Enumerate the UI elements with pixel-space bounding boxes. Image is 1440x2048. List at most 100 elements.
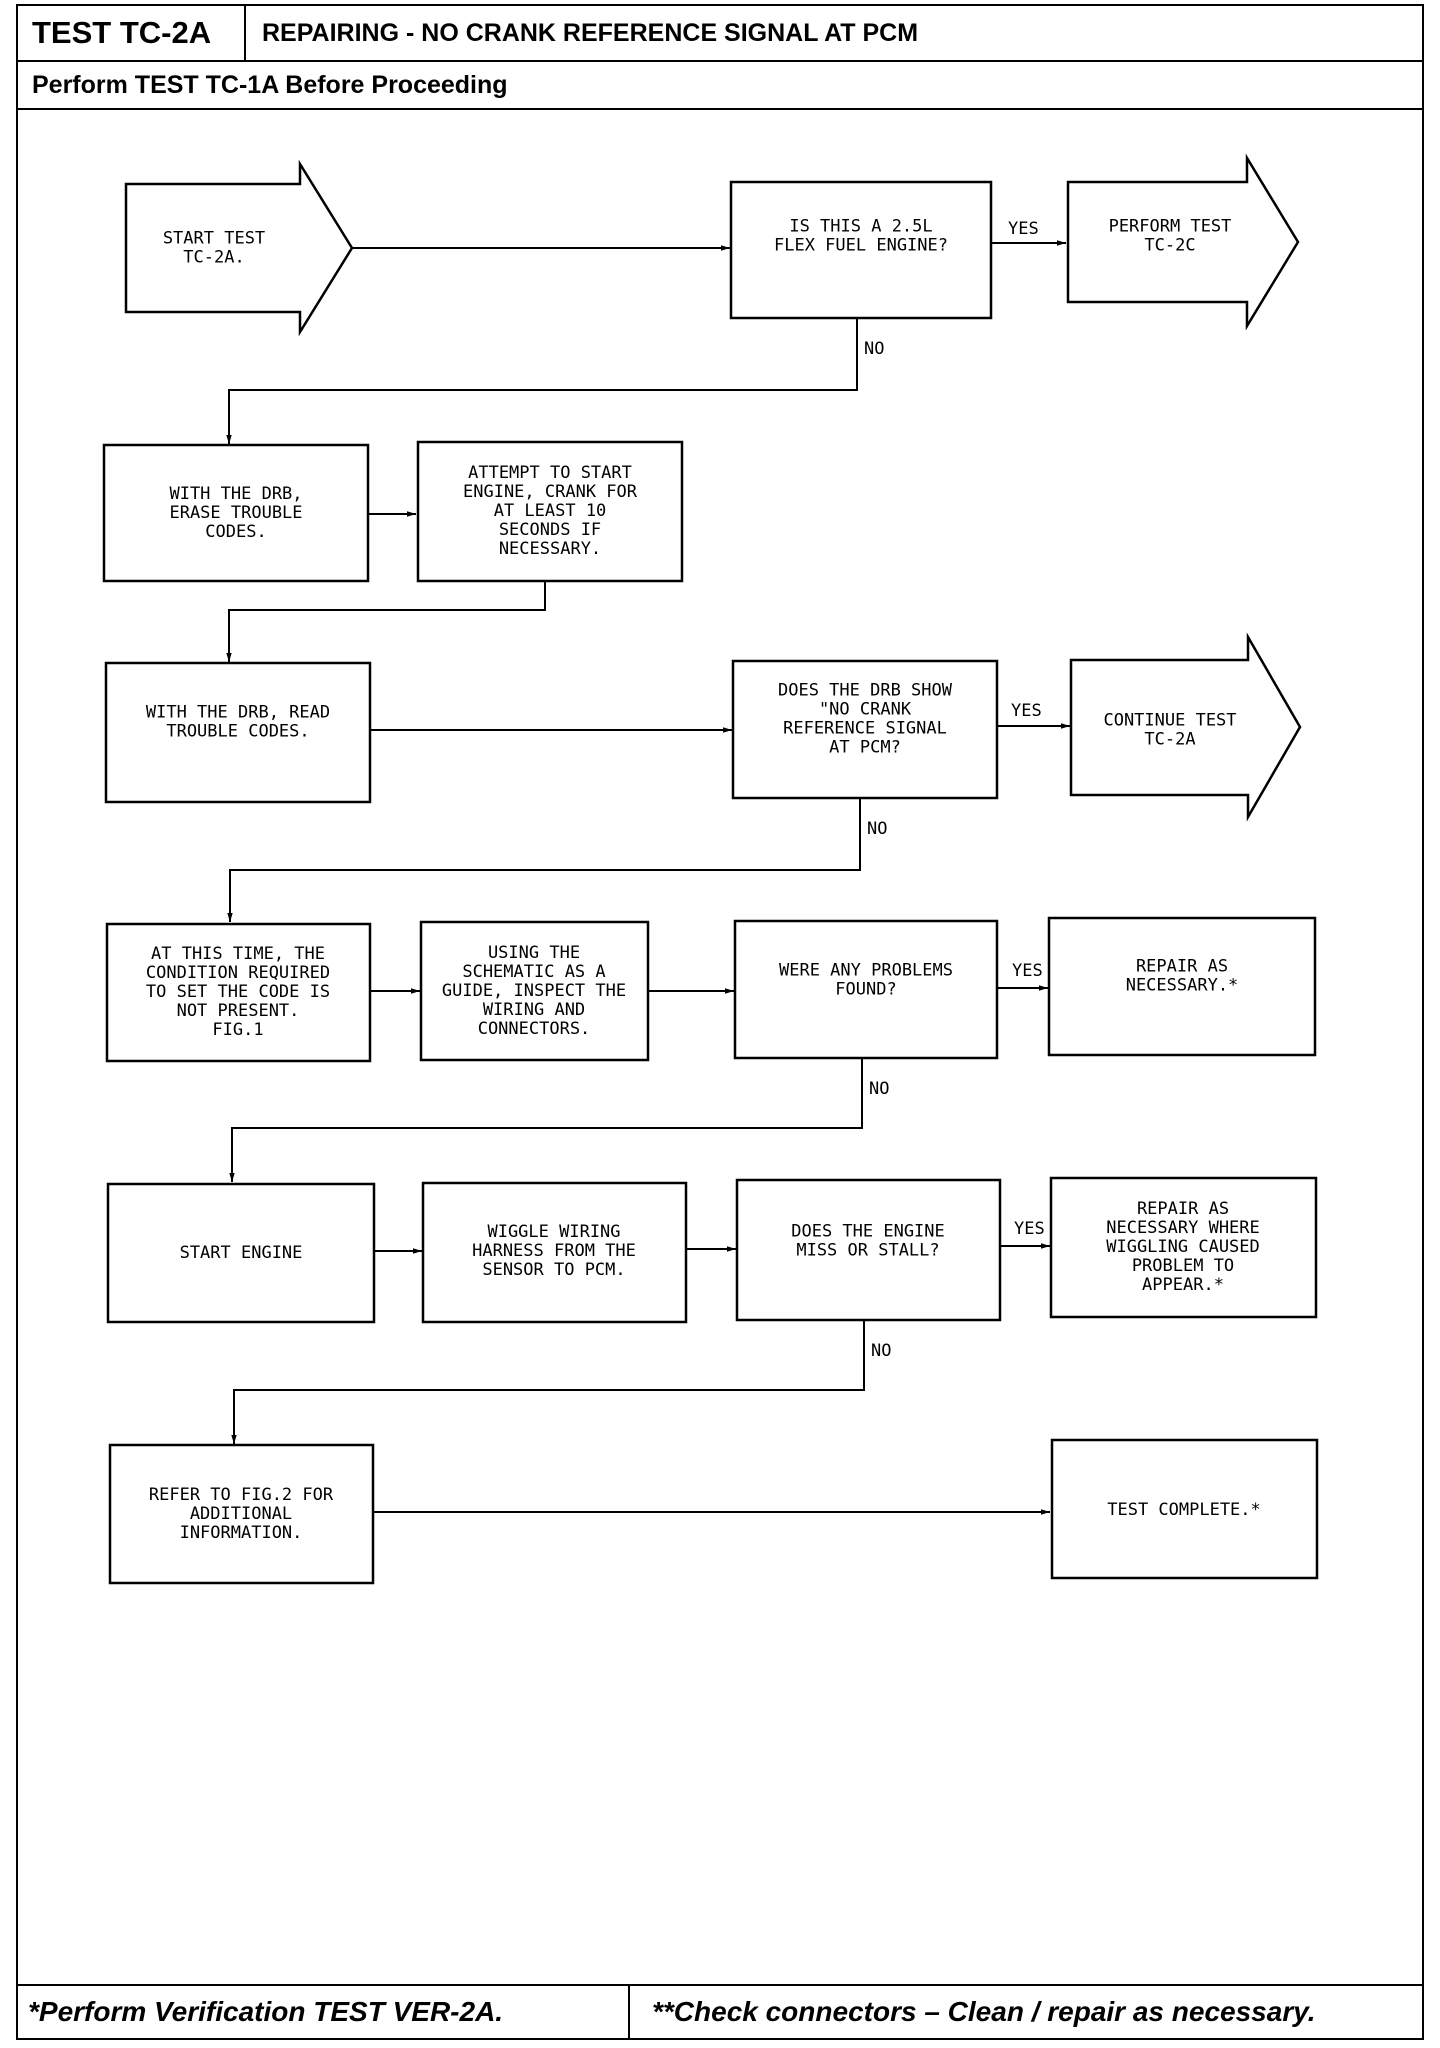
node-text-line: USING THE <box>488 943 580 963</box>
refer-box <box>108 1443 375 1585</box>
q2-box <box>731 659 999 800</box>
node-text-line: NECESSARY. <box>499 539 601 559</box>
read-box <box>104 661 372 804</box>
connectors <box>226 240 1070 1515</box>
node-text-line: WIRING AND <box>483 1000 585 1020</box>
page-title: REPAIRING - NO CRANK REFERENCE SIGNAL AT… <box>262 19 919 47</box>
page-frame: TEST TC-2A REPAIRING - NO CRANK REFERENC… <box>16 4 1424 2040</box>
node-text-line: REFERENCE SIGNAL <box>783 719 947 739</box>
node-text-line: WITH THE DRB, <box>169 484 302 504</box>
q4-yes-label: YES <box>1014 1219 1045 1239</box>
node-text-line: CODES. <box>205 522 266 542</box>
node-text-line: NECESSARY.* <box>1126 976 1239 996</box>
continue-arrow-shape <box>1069 632 1302 822</box>
arrow-attempt-to-read <box>226 581 546 662</box>
node-text-line: NECESSARY WHERE <box>1106 1218 1260 1238</box>
node-text-line: AT PCM? <box>829 738 901 758</box>
node-text-line: START ENGINE <box>180 1243 303 1263</box>
test-complete-text: TEST COMPLETE.* <box>1107 1500 1261 1520</box>
node-text-line: AT LEAST 10 <box>494 501 607 521</box>
node-text-line: REPAIR AS <box>1136 957 1228 977</box>
node-text-line: PERFORM TEST <box>1109 217 1232 237</box>
node-text-line: MISS OR STALL? <box>796 1241 939 1261</box>
node-text-line: PROBLEM TO <box>1132 1256 1234 1276</box>
node-text-line: FLEX FUEL ENGINE? <box>774 236 948 256</box>
test-complete-box <box>1050 1438 1319 1580</box>
q4-no-label: NO <box>871 1341 891 1361</box>
footer-note-verification: *Perform Verification TEST VER-2A. <box>18 1986 630 2038</box>
q1-yes-label: YES <box>1008 219 1039 239</box>
node-text-line: ENGINE, CRANK FOR <box>463 482 638 502</box>
node-text-line: START TEST <box>163 229 265 249</box>
node-text-line: CONTINUE TEST <box>1103 711 1236 731</box>
start-engine-box <box>106 1182 376 1324</box>
q1-no-label: NO <box>864 339 884 359</box>
node-text-line: SENSOR TO PCM. <box>482 1260 625 1280</box>
node-text-line: FOUND? <box>835 980 896 1000</box>
node-text-line: APPEAR.* <box>1142 1275 1224 1295</box>
node-text-line: NOT PRESENT. <box>177 1001 300 1021</box>
node-text-line: REPAIR AS <box>1137 1199 1229 1219</box>
attempt-box <box>416 440 684 583</box>
node-text-line: GUIDE, INSPECT THE <box>442 981 626 1001</box>
node-text-line: CONNECTORS. <box>478 1019 591 1039</box>
arrow-q2-no <box>227 798 861 922</box>
node-text-line: ERASE TROUBLE <box>169 503 302 523</box>
q4-box <box>735 1178 1002 1322</box>
node-text-line: TC-2C <box>1144 236 1195 256</box>
node-text-line: "NO CRANK <box>819 700 912 720</box>
start-test-arrow-shape <box>124 159 354 337</box>
arrow-q1-no <box>226 318 858 444</box>
footer-note-connectors: **Check connectors – Clean / repair as n… <box>652 1996 1316 2027</box>
node-text-line: CONDITION REQUIRED <box>146 963 330 983</box>
node-text-line: TEST COMPLETE.* <box>1107 1500 1261 1520</box>
node-text-line: TROUBLE CODES. <box>166 722 309 742</box>
test-id: TEST TC-2A <box>18 6 246 60</box>
q3-box <box>733 919 999 1060</box>
node-text-line: WERE ANY PROBLEMS <box>779 961 953 981</box>
erase-box <box>102 443 370 583</box>
node-text-line: DOES THE ENGINE <box>791 1222 945 1242</box>
node-text-line: WITH THE DRB, READ <box>146 703 330 723</box>
node-text-line: FIG.1 <box>212 1020 263 1040</box>
node-text-line: DOES THE DRB SHOW <box>778 681 953 701</box>
header-row: TEST TC-2A REPAIRING - NO CRANK REFERENC… <box>18 6 1422 62</box>
q3-yes-label: YES <box>1012 961 1043 981</box>
node-text-line: WIGGLE WIRING <box>487 1222 620 1242</box>
arrow-q3-no <box>229 1058 863 1182</box>
wiggle-box <box>421 1181 688 1324</box>
q2-yes-label: YES <box>1011 701 1042 721</box>
subheader-row: Perform TEST TC-1A Before Proceeding <box>18 62 1422 110</box>
node-text-line: SECONDS IF <box>499 520 601 540</box>
perform-tc2c-arrow-shape <box>1066 153 1300 331</box>
node-text-line: TO SET THE CODE IS <box>146 982 330 1002</box>
page-subtitle: Perform TEST TC-1A Before Proceeding <box>32 71 508 99</box>
node-text-line: INFORMATION. <box>180 1523 303 1543</box>
node-text-line: TC-2A <box>1144 730 1195 750</box>
node-text-line: TC-2A. <box>183 248 244 268</box>
q2-no-label: NO <box>867 819 887 839</box>
repair2-box <box>1049 1176 1318 1319</box>
node-text-line: WIGGLING CAUSED <box>1106 1237 1260 1257</box>
at-this-time-box <box>105 922 372 1063</box>
q3-no-label: NO <box>869 1079 889 1099</box>
q1-box <box>729 180 993 320</box>
start-engine-text: START ENGINE <box>180 1243 303 1263</box>
node-text-line: REFER TO FIG.2 FOR <box>149 1485 334 1505</box>
